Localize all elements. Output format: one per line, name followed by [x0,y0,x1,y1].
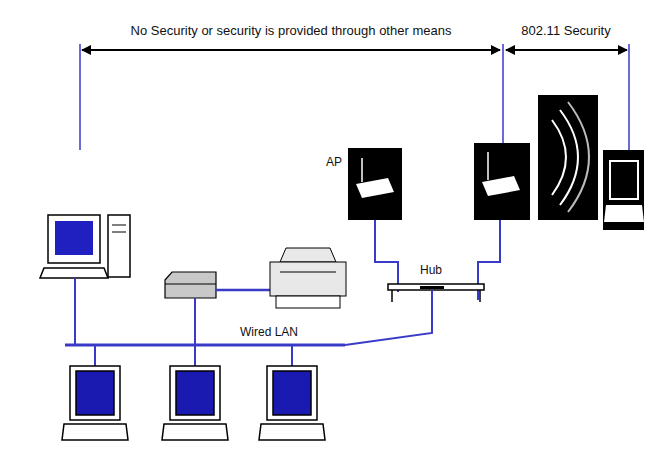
scope-label: No Security or security is provided thro… [131,24,452,39]
scope-label: 802.11 Security [521,24,610,39]
device-label: Hub [420,264,442,278]
device-label: AP [326,156,342,170]
network-label: Wired LAN [238,326,300,340]
